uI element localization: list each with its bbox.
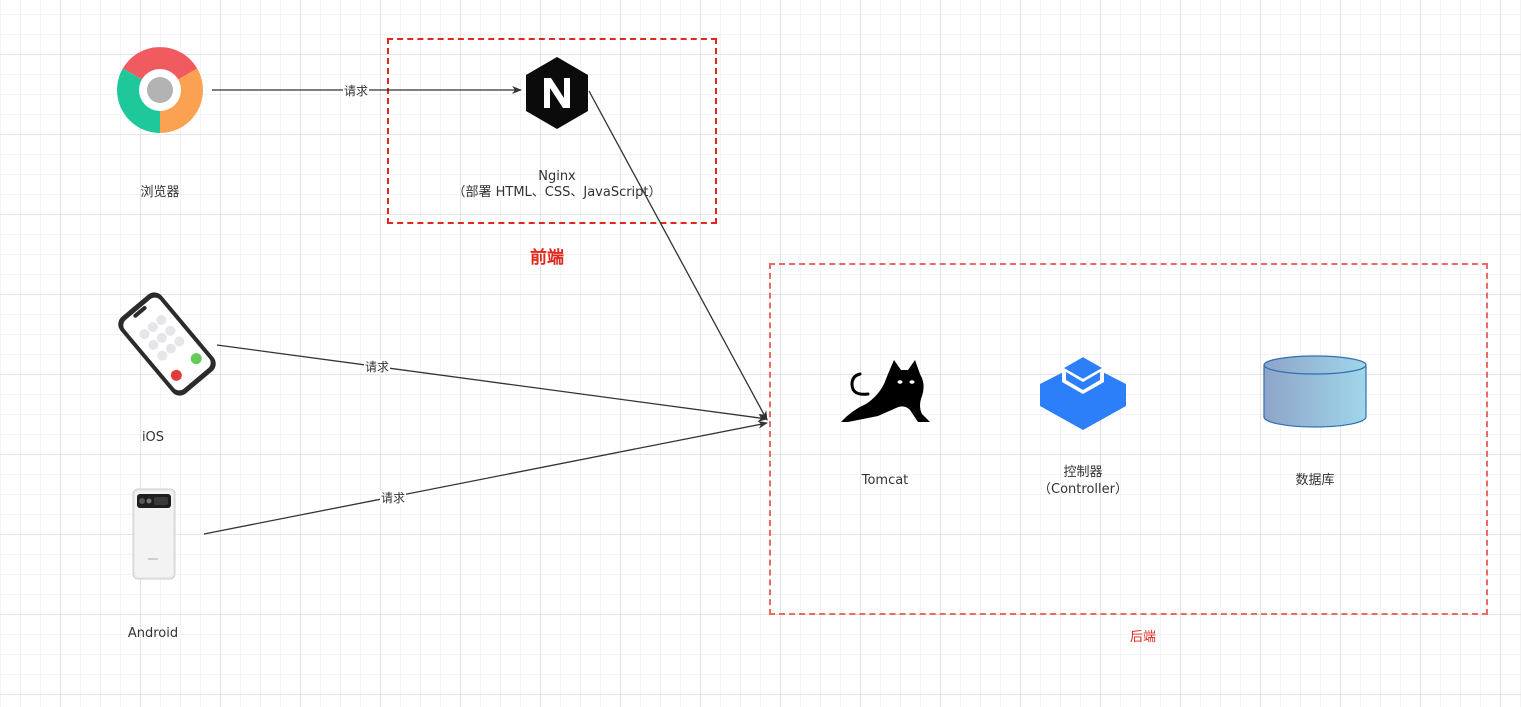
edge-label-ios-backend: 请求: [363, 360, 391, 374]
nginx-icon[interactable]: [524, 56, 590, 130]
edge-label-browser-nginx: 请求: [342, 84, 370, 98]
chrome-browser-icon[interactable]: [116, 46, 204, 134]
backend-group-title: 后端: [1129, 630, 1157, 645]
controller-sublabel: （Controller）: [1038, 482, 1128, 497]
iphone-icon[interactable]: [112, 292, 222, 396]
nginx-label: Nginx: [538, 169, 576, 184]
browser-label: 浏览器: [140, 185, 180, 200]
android-phone-icon[interactable]: [132, 488, 176, 580]
controller-label: 控制器: [1063, 465, 1103, 480]
android-label: Android: [127, 626, 179, 641]
edge-ios-backend[interactable]: [216, 344, 768, 422]
database-icon[interactable]: [1262, 355, 1368, 429]
edge-label-android-backend: 请求: [379, 491, 407, 505]
edge-android-backend[interactable]: [203, 420, 768, 535]
database-label: 数据库: [1295, 473, 1335, 488]
tomcat-icon[interactable]: [838, 358, 932, 424]
frontend-group: [387, 38, 717, 224]
frontend-group-title: 前端: [530, 248, 564, 268]
ios-label: iOS: [141, 430, 165, 445]
edge-nginx-backend[interactable]: [588, 90, 768, 421]
nginx-sublabel: （部署 HTML、CSS、JavaScript）: [452, 185, 662, 200]
backend-group: [769, 263, 1488, 615]
tomcat-label: Tomcat: [861, 473, 909, 488]
controller-icon[interactable]: [1040, 354, 1126, 432]
